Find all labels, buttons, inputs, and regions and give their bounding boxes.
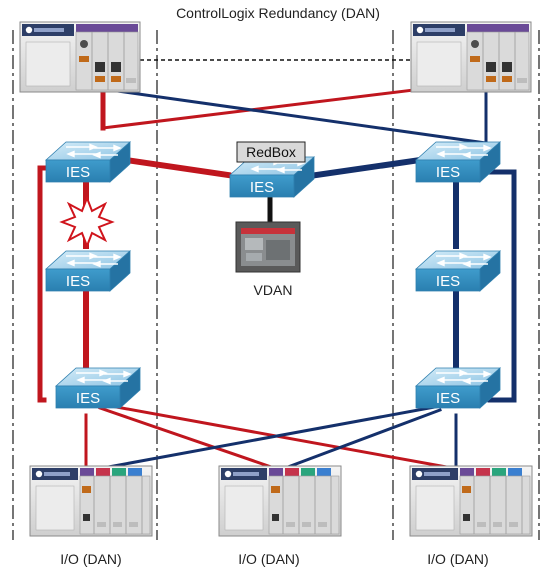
switch-label: IES — [436, 390, 460, 407]
io-chassis-left — [29, 465, 153, 537]
switch-right-bottom: IES — [415, 367, 501, 409]
io-label-left: I/O (DAN) — [60, 551, 122, 567]
lan-b-link — [487, 169, 517, 403]
switch-label: IES — [436, 164, 460, 181]
diagram-title: ControlLogix Redundancy (DAN) — [176, 5, 380, 21]
switch-left-top: IES — [45, 141, 131, 183]
lan-a-link — [101, 82, 465, 130]
lan-b-links — [90, 86, 517, 472]
switch-label: IES — [66, 164, 90, 181]
controller-left: controllogix-chassis-icon — [19, 21, 141, 93]
io-chassis-middle — [218, 465, 342, 537]
switch-label: IES — [66, 273, 90, 290]
redbox-label: RedBox — [246, 144, 296, 160]
vdan-label: VDAN — [253, 282, 293, 298]
switch-left-mid: IES — [45, 250, 131, 292]
lan-a-link — [122, 156, 232, 179]
lan-a-link — [98, 406, 282, 472]
io-label-right: I/O (DAN) — [427, 551, 489, 567]
switch-right-mid: IES — [415, 250, 501, 292]
link-fault-icon — [59, 195, 115, 249]
switch-redbox: IES — [229, 156, 315, 198]
switch-label: IES — [76, 390, 100, 407]
zone-dividers — [12, 30, 540, 540]
lan-b-link — [278, 408, 442, 472]
hmi-panel-icon — [235, 221, 301, 273]
io-label-middle: I/O (DAN) — [238, 551, 300, 567]
switch-right-top: IES — [415, 141, 501, 183]
io-chassis-right — [409, 465, 533, 537]
lan-b-link — [292, 156, 424, 182]
controller-right: controllogix-chassis-icon — [410, 21, 532, 93]
switch-label: IES — [436, 273, 460, 290]
switch-left-bottom: IES — [55, 367, 141, 409]
redbox-tag: RedBox — [236, 141, 306, 163]
lan-a-link — [37, 165, 47, 403]
lan-b-link — [94, 86, 488, 145]
lan-a-link — [98, 402, 465, 472]
switch-label: IES — [250, 179, 274, 196]
lan-b-link — [90, 404, 442, 472]
